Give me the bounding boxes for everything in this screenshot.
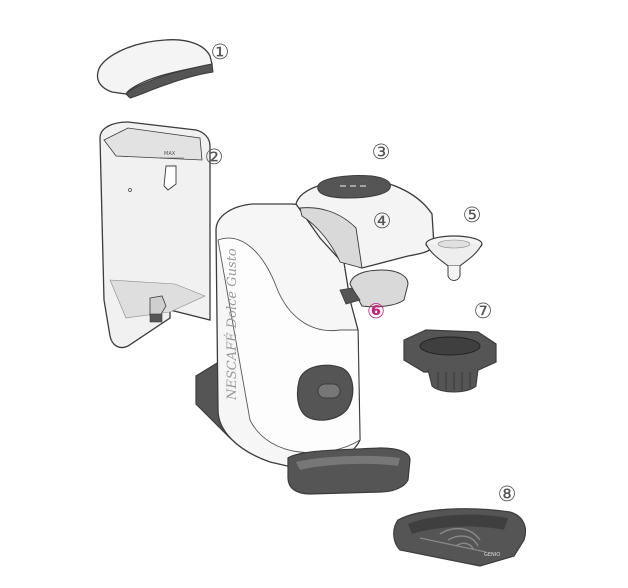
- callout-4: ④: [373, 209, 392, 233]
- capsule-holder: [403, 329, 497, 393]
- callout-1-label: ①: [211, 40, 230, 64]
- callout-2: ②: [205, 145, 224, 169]
- callout-6: ⑥: [367, 299, 385, 323]
- tank-max-label: MAX: [164, 151, 176, 157]
- callout-2-label: ②: [205, 145, 224, 169]
- callout-3-label: ③: [372, 140, 391, 164]
- brand-text: NESCAFÉ Dolce Gusto: [224, 248, 240, 401]
- callout-6-label: ⑥: [367, 299, 385, 323]
- water-tank: MAX: [99, 121, 211, 349]
- callout-4-label: ④: [373, 209, 392, 233]
- callout-5: ⑤: [463, 203, 482, 227]
- callout-1: ①: [211, 40, 230, 64]
- callout-8: ⑧: [498, 482, 517, 506]
- water-tank-lid: [96, 39, 214, 99]
- callout-7: ⑦: [474, 299, 493, 323]
- callout-7-label: ⑦: [474, 299, 493, 323]
- callout-3: ③: [372, 140, 391, 164]
- capsule-cone: [425, 235, 483, 281]
- coffee-machine-body: NESCAFÉ Dolce Gusto: [195, 175, 435, 495]
- drip-tray-label: GENIO: [484, 552, 500, 558]
- drip-tray: GENIO: [393, 508, 527, 567]
- callout-8-label: ⑧: [498, 482, 517, 506]
- callout-5-label: ⑤: [463, 203, 482, 227]
